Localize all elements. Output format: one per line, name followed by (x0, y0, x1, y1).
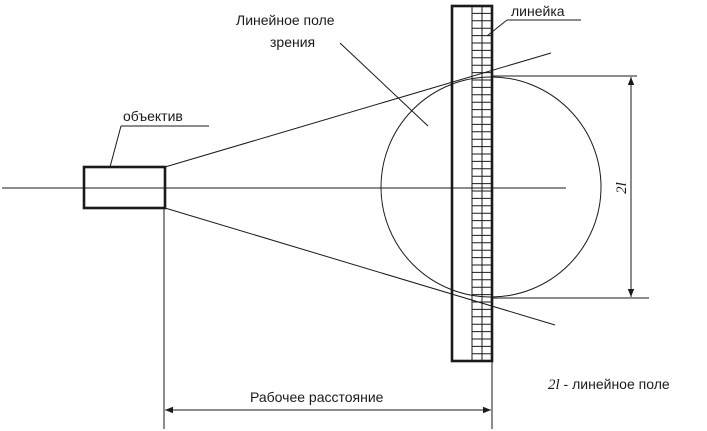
lens-label: объектив (123, 108, 183, 124)
lens-leader (109, 125, 122, 168)
field-of-view-label-line2: зрения (270, 34, 315, 50)
working-distance-label: Рабочее расстояние (250, 389, 384, 405)
lower-ray (164, 207, 556, 326)
dimension-label-2l: 2l (614, 182, 630, 194)
ruler-scale (472, 6, 492, 361)
ruler-label: линейка (511, 3, 565, 19)
ruler-leader (486, 19, 508, 37)
legend: 2l - линейное поле (548, 376, 670, 393)
upper-ray (164, 52, 552, 168)
lens-body (82, 165, 167, 210)
field-of-view-leader (339, 42, 429, 127)
field-of-view-label-line1: Линейное поле (236, 12, 335, 28)
legend-symbol: 2l (548, 377, 560, 393)
legend-text: - линейное поле (560, 376, 670, 392)
